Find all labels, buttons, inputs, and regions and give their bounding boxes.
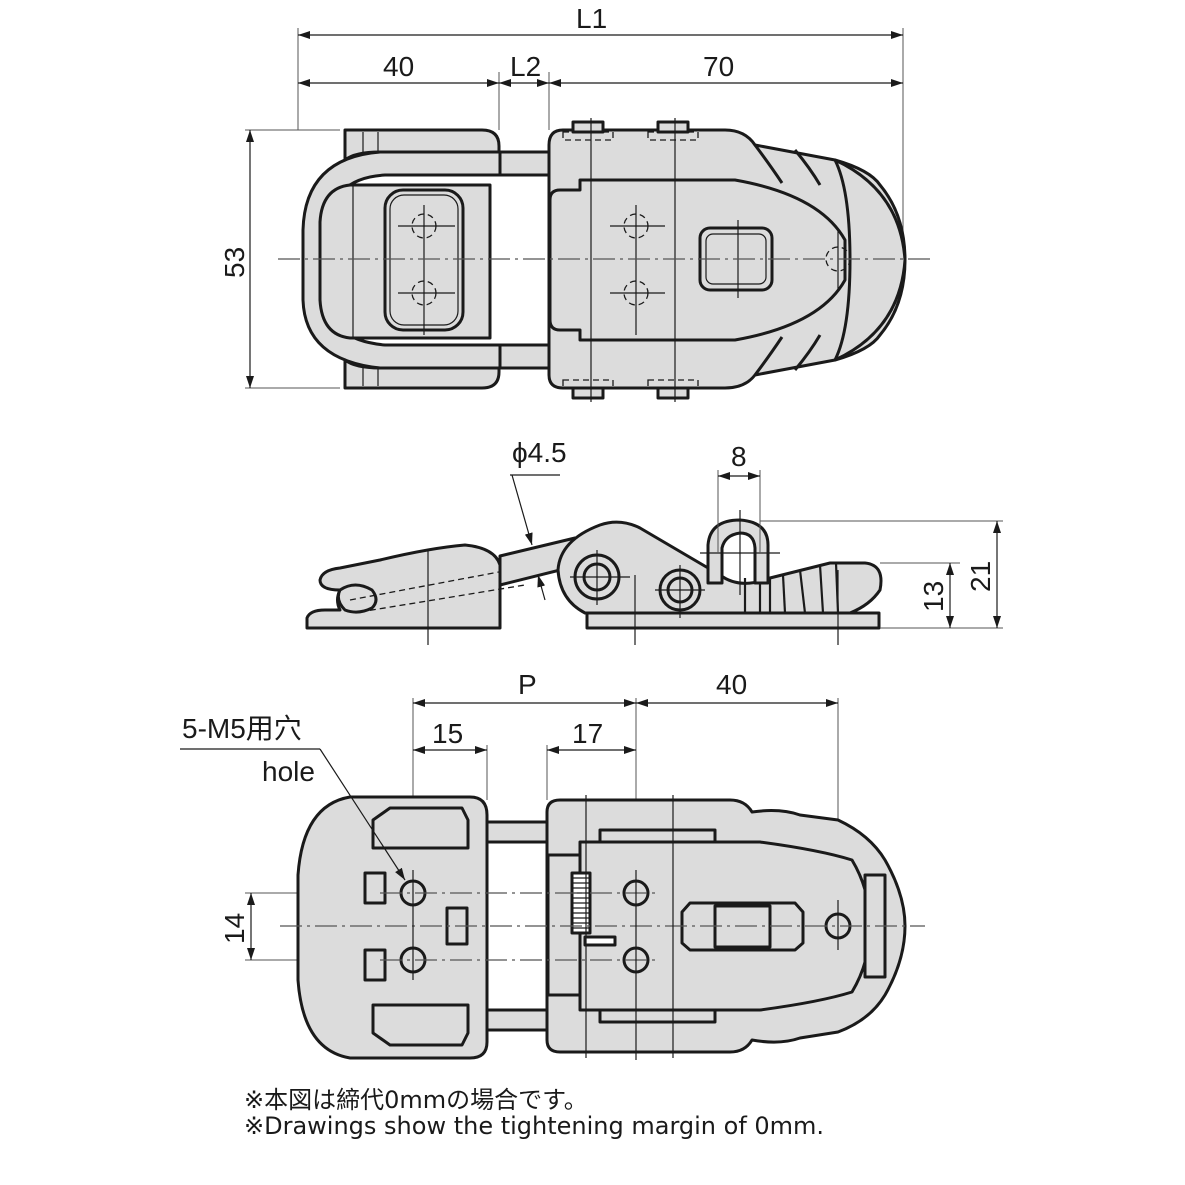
- dim-hasp-hole-offset-label: 15: [432, 718, 463, 749]
- dim-width-label: 53: [219, 247, 250, 278]
- callout-hole-jp: 5-M5用穴: [182, 713, 302, 744]
- dim-l2-label: L2: [510, 51, 541, 82]
- note-jp: ※本図は締代0mmの場合です。: [244, 1086, 588, 1114]
- callout-hole-en: hole: [262, 756, 315, 787]
- dim-base-hole-end-label: 40: [716, 669, 747, 700]
- dim-hole-spacing-label: 14: [219, 913, 250, 944]
- side-view: ϕ4.5 8 13 21: [305, 437, 1003, 645]
- dim-overall-height-label: 21: [965, 561, 996, 592]
- bottom-view: P 40 15 17 14: [180, 669, 925, 1060]
- top-view: L1 40 L2 70 53: [219, 3, 930, 402]
- dim-hasp-length-label: 40: [383, 51, 414, 82]
- dim-loop-width-label: 8: [731, 441, 747, 472]
- dim-body-height-label: 13: [918, 581, 949, 612]
- note-en: ※Drawings show the tightening margin of …: [244, 1112, 825, 1140]
- dim-wire-diameter-label: ϕ4.5: [512, 437, 567, 468]
- dim-l1-label: L1: [576, 3, 607, 34]
- dim-base-hole-offset-label: 17: [572, 718, 603, 749]
- dim-pitch-label: P: [518, 669, 537, 700]
- dim-base-length-label: 70: [703, 51, 734, 82]
